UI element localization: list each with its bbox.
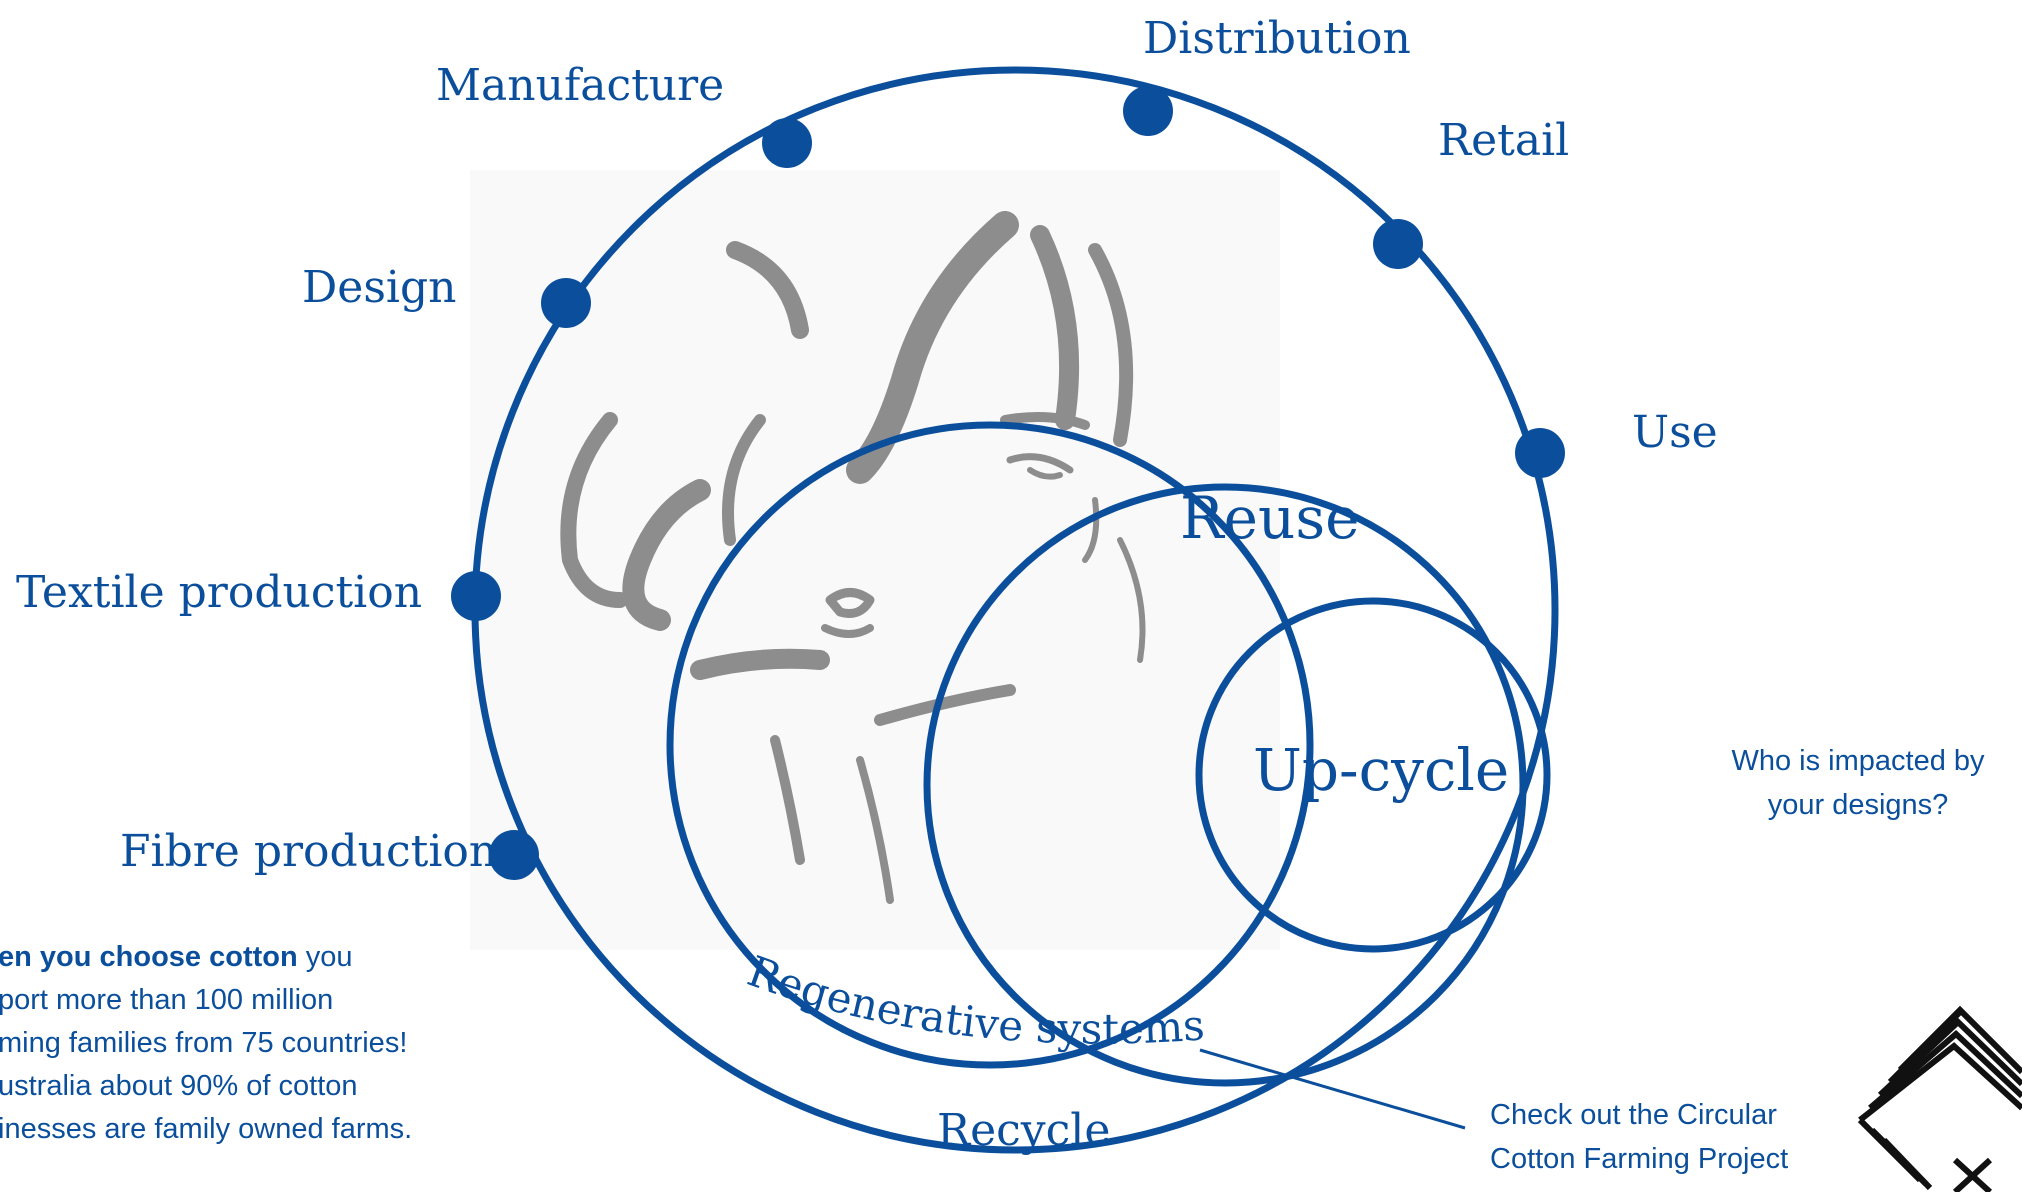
loop-label-recycle: Recycle [937, 1105, 1110, 1156]
stage-dot-distribution [1123, 86, 1173, 136]
cotton-note-line-1: en you choose cotton you [0, 941, 353, 973]
stage-label-fibre-production: Fibre production [120, 826, 497, 877]
stage-label-retail: Retail [1438, 115, 1569, 166]
cotton-note-line-3: ming families from 75 countries! [0, 1027, 407, 1059]
stage-label-use: Use [1632, 407, 1718, 458]
stage-dot-retail [1373, 219, 1423, 269]
project-link-line-2[interactable]: Cotton Farming Project [1490, 1143, 1788, 1175]
loop-label-upcycle: Up-cycle [1253, 736, 1509, 804]
stage-dot-use [1515, 428, 1565, 478]
circular-cotton-project-link[interactable]: Check out the Circular Cotton Farming Pr… [1490, 1099, 1788, 1175]
loop-label-reuse: Reuse [1180, 484, 1359, 552]
cotton-fact-note: en you choose cotton you port more than … [0, 941, 412, 1145]
cotton-note-bold: en you choose cotton [0, 941, 298, 973]
stage-label-manufacture: Manufacture [436, 60, 724, 111]
circular-cotton-logo-icon [1860, 1010, 2022, 1192]
stage-dot-textile-production [451, 571, 501, 621]
cotton-note-line-5: inesses are family owned farms. [0, 1113, 412, 1145]
loop-label-regenerative-systems: Regenerative systems [742, 946, 1207, 1053]
impact-question-line-2: your designs? [1768, 789, 1949, 821]
regenerative-systems-text: Regenerative systems [742, 946, 1207, 1053]
stage-label-distribution: Distribution [1143, 13, 1411, 64]
portrait-sketch-illustration [470, 170, 1280, 950]
cotton-note-line-1-rest: you [298, 941, 353, 973]
stage-dot-design [541, 278, 591, 328]
stage-label-design: Design [302, 262, 456, 313]
stage-dot-manufacture [762, 118, 812, 168]
cotton-note-line-4: ustralia about 90% of cotton [0, 1070, 358, 1102]
cotton-note-line-2: port more than 100 million [0, 984, 333, 1016]
stage-label-textile-production: Textile production [16, 567, 422, 618]
project-link-line-1[interactable]: Check out the Circular [1490, 1099, 1777, 1131]
impact-question-line-1: Who is impacted by [1731, 745, 1985, 777]
